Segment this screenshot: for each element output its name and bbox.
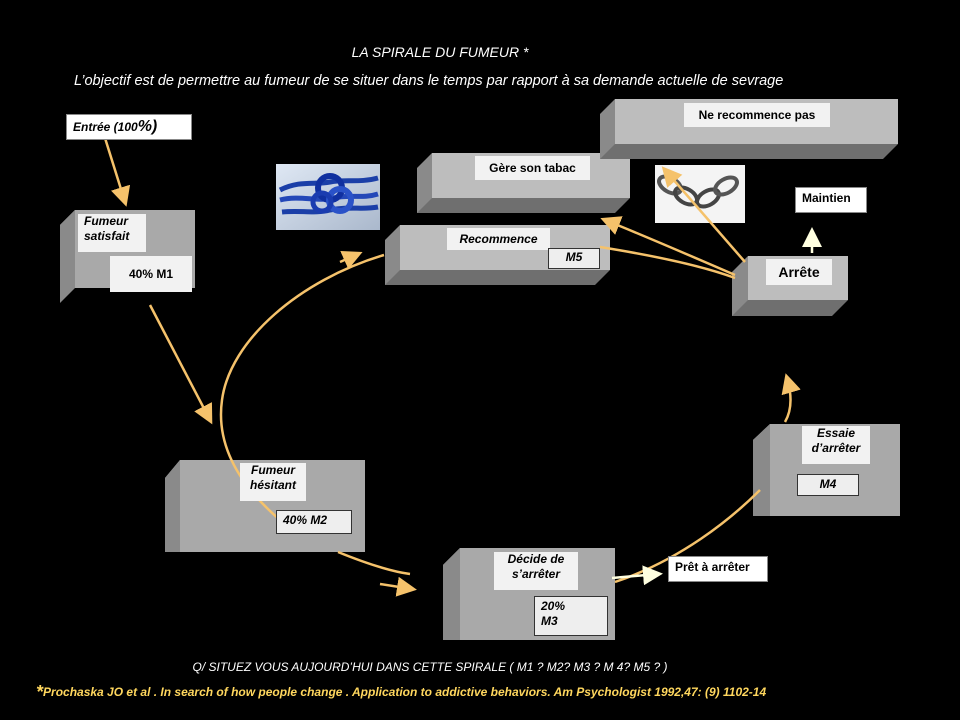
white-arrows — [611, 227, 822, 586]
stage-label-satisfait: Fumeur satisfait — [78, 214, 146, 252]
arrow-pret — [611, 565, 663, 586]
arrow-entry — [103, 137, 131, 207]
stage-label-hesitant: Fumeur hésitant — [240, 463, 306, 501]
stage-label-gere: Gère son tabac — [475, 156, 590, 180]
decide-line2: s’arrêter — [511, 567, 561, 581]
stage-label-essaie: Essaie d’arrêter — [802, 426, 870, 464]
satisfait-line2: satisfait — [84, 229, 130, 243]
question-text: Q/ SITUEZ VOUS AUJOURD’HUI DANS CETTE SP… — [192, 660, 668, 674]
reference-star: * — [36, 682, 44, 702]
arrow-arrete-recommence — [599, 245, 736, 280]
stage-value-m1: 40% M1 — [110, 256, 192, 292]
arrow-loop-head — [339, 250, 363, 270]
arrow-hesitant-curve — [337, 550, 411, 576]
m3-line1: 20% — [541, 599, 566, 613]
decide-line1: Décide de — [507, 552, 565, 566]
cycle-arrows — [103, 137, 801, 597]
hesitant-line1: Fumeur — [250, 463, 295, 477]
diagram-subtitle: L’objectif est de permettre au fumeur de… — [74, 73, 784, 89]
hesitant-line2: hésitant — [249, 478, 296, 492]
reference-text: *Prochaska JO et al . In search of how p… — [36, 682, 766, 703]
pret-box: Prêt à arrêter — [668, 556, 768, 582]
essaie-line1: Essaie — [816, 426, 856, 440]
stage-value-m3: 20% M3 — [534, 596, 608, 636]
essaie-line2: d’arrêter — [811, 441, 861, 455]
arrow-essaie-arrete — [781, 373, 801, 423]
reference-citation: Prochaska JO et al . In search of how pe… — [43, 685, 767, 699]
diagram-title: LA SPIRALE DU FUMEUR * — [351, 44, 529, 60]
entry-box: Entrée (100%) — [66, 114, 192, 140]
stage-label-ne-recommence: Ne recommence pas — [684, 103, 830, 127]
satisfait-line1: Fumeur — [84, 214, 129, 228]
stage-label-arrete: Arrête — [766, 259, 832, 285]
arrow-satisfait-hesitant — [148, 304, 213, 425]
stage-value-m4: M4 — [797, 474, 859, 496]
arrow-decide-essaie — [614, 489, 761, 584]
arrow-to-decide — [379, 576, 417, 597]
stage-value-m2: 40% M2 — [276, 510, 352, 534]
maintien-box: Maintien — [795, 187, 867, 213]
arrow-arrete-gere — [600, 216, 736, 277]
stage-label-decide: Décide de s’arrêter — [494, 552, 578, 590]
entry-text: Entrée (100 — [73, 120, 138, 134]
stage-value-m5: M5 — [548, 248, 600, 269]
arrow-arrete-ne-recommence — [661, 166, 746, 263]
m3-line2: M3 — [541, 614, 558, 628]
entry-percent: %) — [137, 118, 158, 135]
stage-label-recommence: Recommence — [447, 228, 550, 250]
knot-image — [276, 164, 380, 230]
